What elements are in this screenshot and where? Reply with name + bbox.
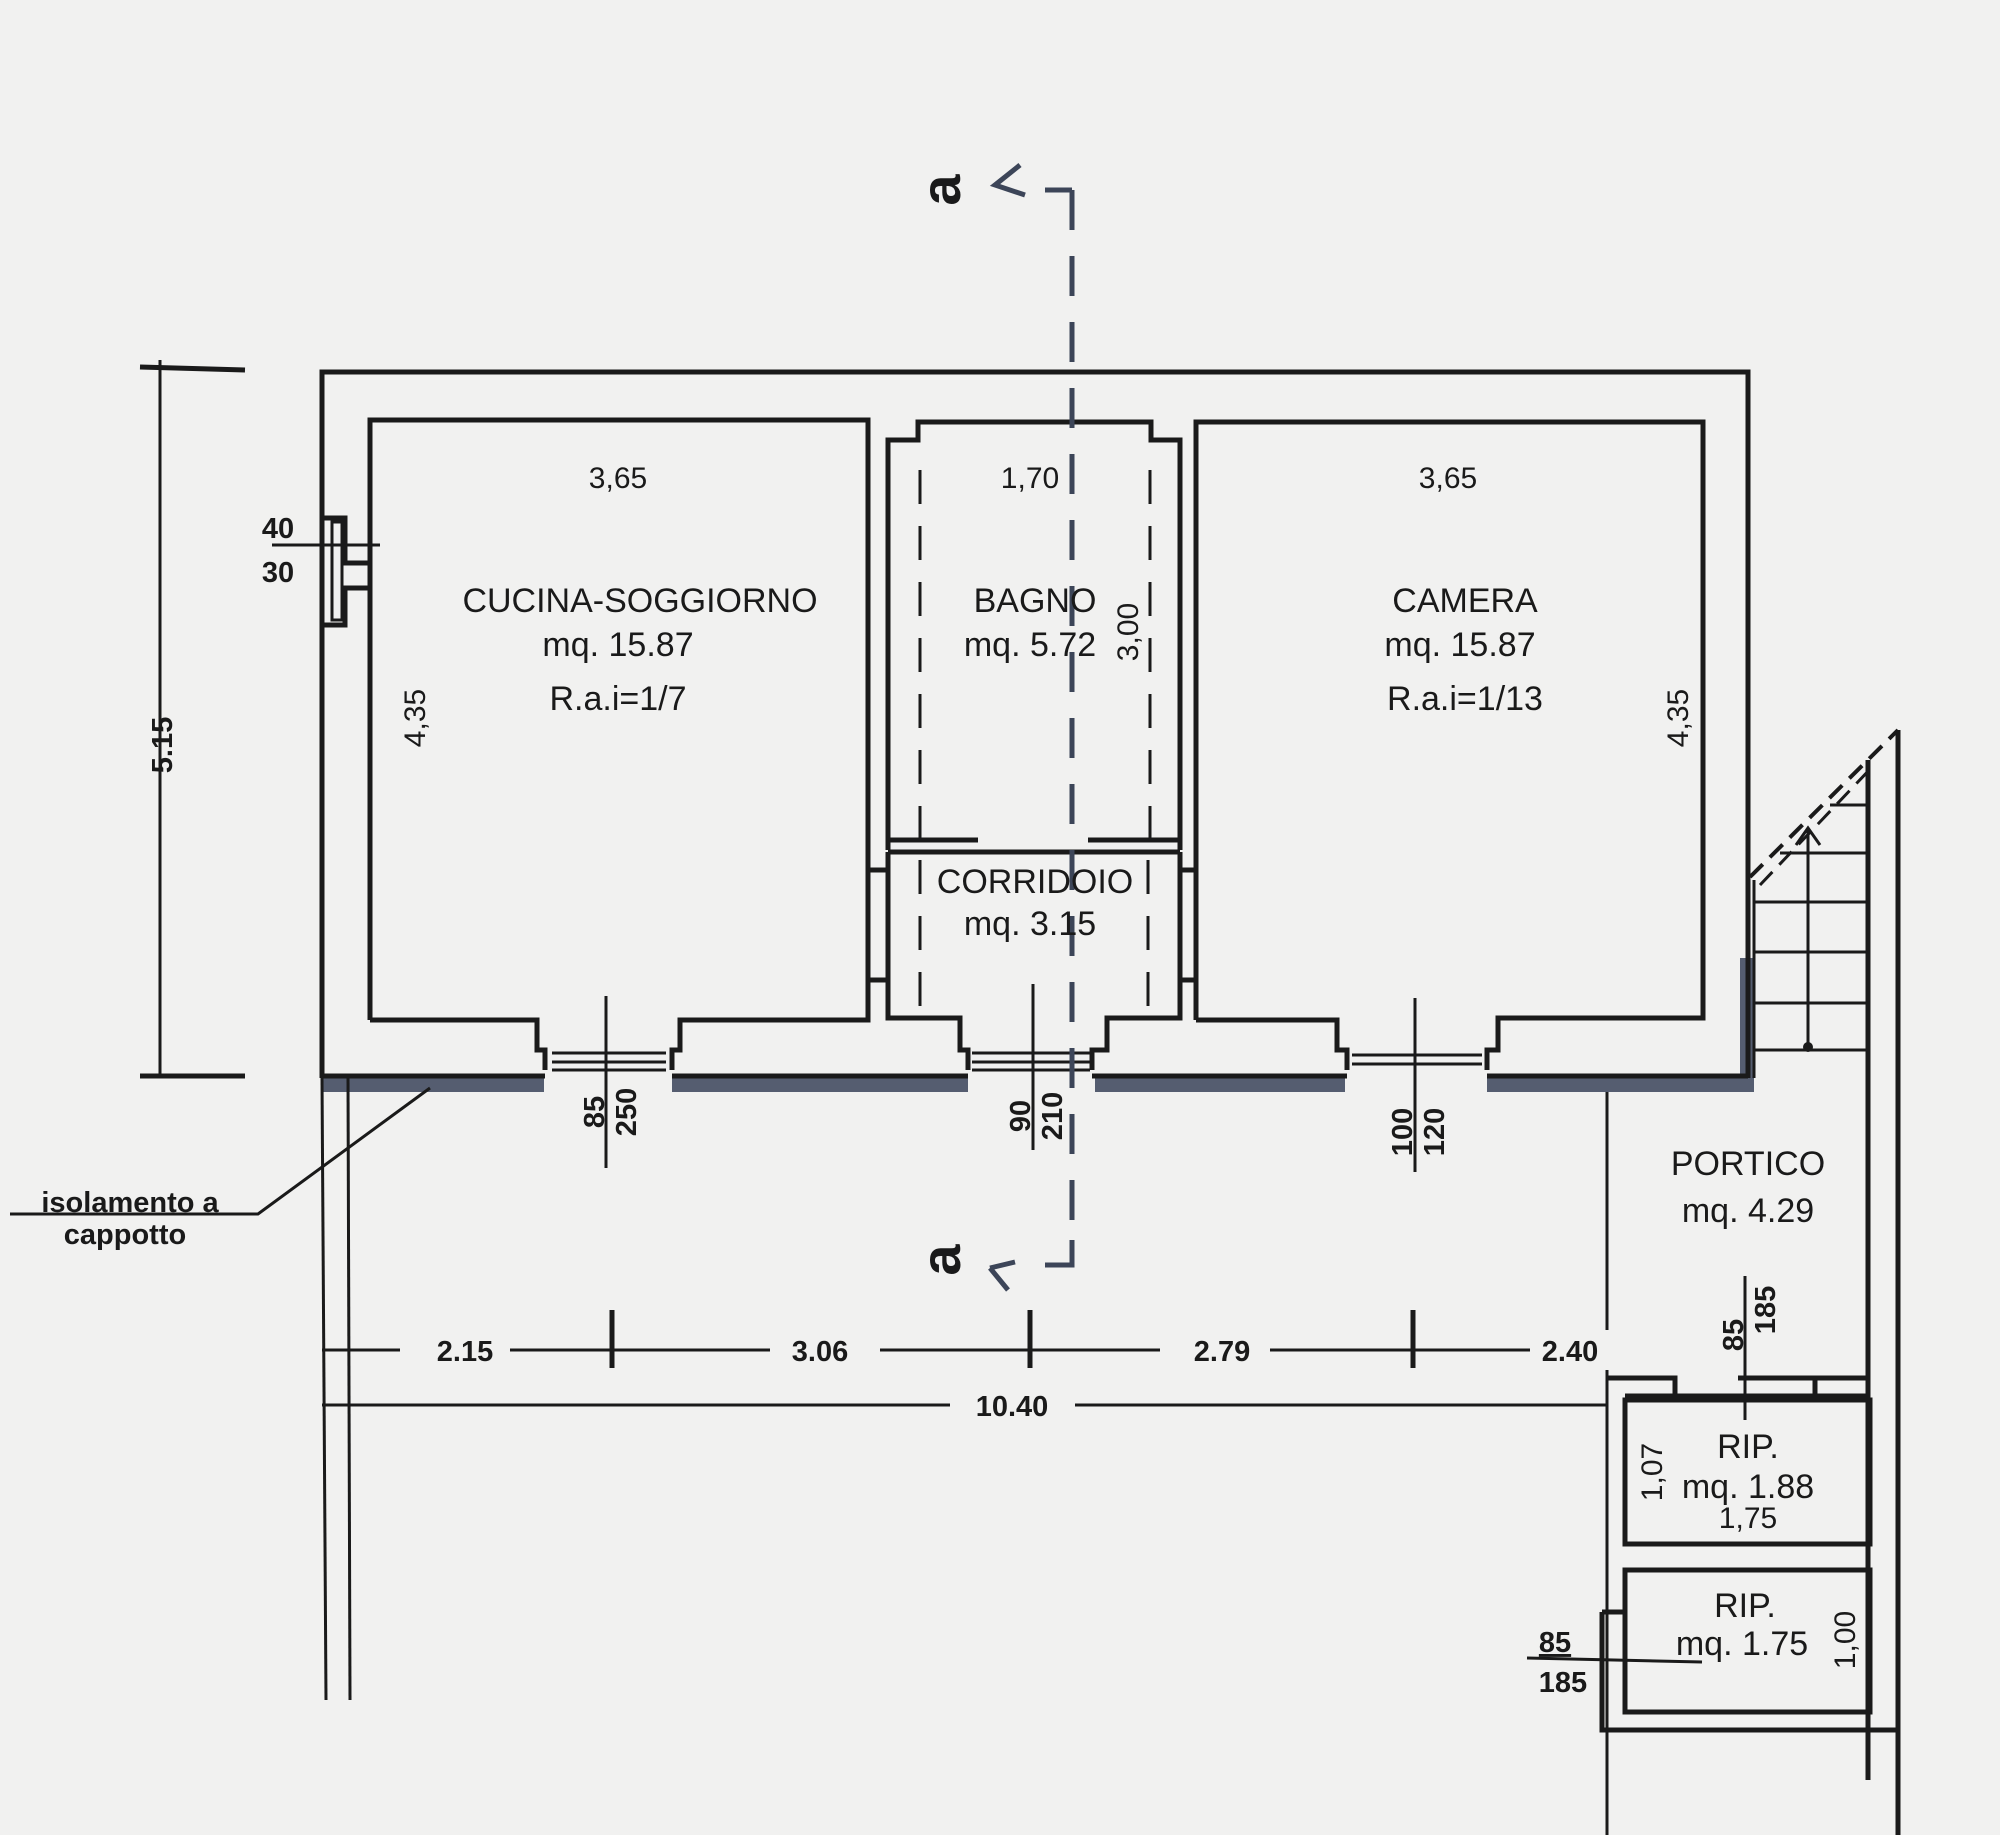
side-window: 40 30 <box>262 513 380 628</box>
dim-segment-4: 2.40 <box>1542 1336 1598 1368</box>
partition-right <box>1180 867 1196 983</box>
corridoio-area: mq. 3.15 <box>964 905 1096 943</box>
label-bagno: 1,70 BAGNO mq. 5.72 3,00 <box>964 462 1145 664</box>
dimension-chain: 2.15 3.06 2.79 2.40 10.40 <box>322 1310 1610 1425</box>
window-camera: 100 120 <box>1352 998 1482 1172</box>
dim-overall-width: 10.40 <box>976 1391 1049 1423</box>
cucina-area: mq. 15.87 <box>542 626 693 664</box>
camera-area: mq. 15.87 <box>1384 626 1535 664</box>
window-cucina-dim-top: 85 <box>579 1096 611 1128</box>
window-camera-dim-top: 100 <box>1387 1108 1419 1156</box>
dim-segment-1: 2.15 <box>437 1336 493 1368</box>
staircase <box>1748 728 1901 1835</box>
side-window-dim-top: 40 <box>262 513 294 545</box>
camera-width: 3,65 <box>1419 462 1477 495</box>
rip1-area: mq. 1.88 <box>1682 1468 1814 1506</box>
section-letter-bottom: a <box>909 1244 972 1276</box>
door-rip2-dim-bottom: 185 <box>1539 1667 1587 1699</box>
rip1-width: 1,75 <box>1719 1502 1777 1535</box>
outer-wall <box>319 369 1751 1078</box>
dim-segment-3: 2.79 <box>1194 1336 1250 1368</box>
cucina-rai: R.a.i=1/7 <box>549 680 686 718</box>
room-corridoio-outline <box>885 852 1183 1070</box>
rip2-area: mq. 1.75 <box>1676 1625 1808 1663</box>
door-rip2-dim-top: 85 <box>1539 1627 1571 1659</box>
camera-name: CAMERA <box>1392 582 1538 620</box>
bagno-height: 3,00 <box>1112 603 1145 661</box>
label-portico: PORTICO mq. 4.29 <box>1671 1145 1825 1230</box>
cucina-height: 4,35 <box>399 689 432 747</box>
cucina-width: 3,65 <box>589 462 647 495</box>
room-rip1-outline <box>1622 1397 1873 1547</box>
corridoio-name: CORRIDOIO <box>937 863 1133 901</box>
label-corridoio: CORRIDOIO mq. 3.15 <box>937 863 1133 943</box>
door-corridoio-dim-bottom: 210 <box>1037 1092 1069 1140</box>
bagno-width: 1,70 <box>1001 462 1059 495</box>
room-cucina-outline <box>367 417 871 1070</box>
exterior-lines <box>320 1077 352 1701</box>
partition-left <box>868 867 888 983</box>
bagno-dashed <box>918 470 1152 840</box>
section-letter-top: a <box>909 174 972 206</box>
annotation-line2: cappotto <box>64 1219 186 1251</box>
bagno-name: BAGNO <box>974 582 1097 620</box>
door-corridoio: 90 210 <box>972 984 1090 1150</box>
window-cucina-dim-bottom: 250 <box>611 1088 643 1136</box>
rip2-name: RIP. <box>1714 1587 1776 1625</box>
door-corridoio-dim-top: 90 <box>1005 1100 1037 1132</box>
label-rip1: RIP. mq. 1.88 1,75 1,07 <box>1636 1428 1814 1535</box>
label-rip2: RIP. mq. 1.75 1,00 <box>1676 1587 1862 1669</box>
dim-overall-height: 5.15 <box>147 717 179 773</box>
camera-rai: R.a.i=1/13 <box>1387 680 1543 718</box>
door-rip2: 85 185 <box>1526 1627 1703 1699</box>
label-camera: 3,65 CAMERA mq. 15.87 R.a.i=1/13 4,35 <box>1384 462 1695 747</box>
rip2-height: 1,00 <box>1829 1611 1862 1669</box>
label-cucina: 3,65 CUCINA-SOGGIORNO mq. 15.87 R.a.i=1/… <box>399 462 818 747</box>
room-rip2-outline <box>1622 1567 1873 1715</box>
annotation-line1: isolamento a <box>41 1187 219 1219</box>
rip-outer <box>1599 1609 1898 1733</box>
annotation-insulation: isolamento a cappotto <box>10 1086 431 1251</box>
section-line-a: a a <box>909 163 1075 1292</box>
window-cucina: 85 250 <box>552 996 666 1168</box>
insulation-cappotto <box>322 958 1754 1092</box>
room-bagno-outline <box>885 419 1183 850</box>
cucina-name: CUCINA-SOGGIORNO <box>462 582 817 620</box>
side-window-dim-bottom: 30 <box>262 557 294 589</box>
camera-height: 4,35 <box>1662 689 1695 747</box>
portico-area: mq. 4.29 <box>1682 1192 1814 1230</box>
bagno-corridoio-wall <box>888 837 1180 855</box>
bagno-area: mq. 5.72 <box>964 626 1096 664</box>
rip1-name: RIP. <box>1717 1428 1779 1466</box>
portico-name: PORTICO <box>1671 1145 1825 1183</box>
room-camera-outline <box>1193 419 1706 1070</box>
door-portico-rip: 85 185 <box>1718 1276 1782 1420</box>
corridoio-dashed <box>918 860 1150 1012</box>
window-camera-dim-bottom: 120 <box>1419 1108 1451 1156</box>
dim-segment-2: 3.06 <box>792 1336 848 1368</box>
door-portico-dim-bottom: 185 <box>1750 1286 1782 1334</box>
door-portico-dim-top: 85 <box>1718 1319 1750 1351</box>
rip1-height: 1,07 <box>1636 1443 1669 1501</box>
dimension-height: 5.15 <box>139 360 246 1079</box>
